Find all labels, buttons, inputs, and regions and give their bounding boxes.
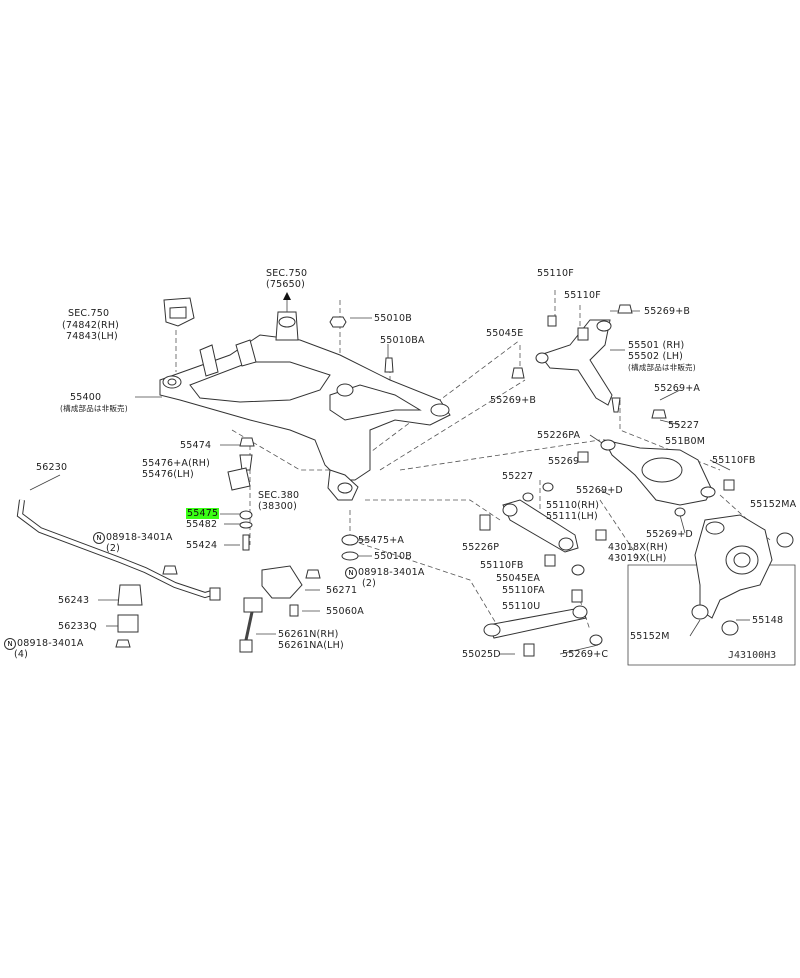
label-55010ba[interactable]: 55010BA (380, 335, 425, 346)
label-sec750-top[interactable]: SEC.750 (266, 268, 308, 279)
label-55110fb-right[interactable]: 55110FB (712, 455, 756, 466)
stabilizer-link (239, 597, 263, 653)
label-55152ma[interactable]: 55152MA (750, 499, 797, 510)
leader-lines (29, 310, 750, 655)
label-43019x[interactable]: 43019X(LH) (608, 553, 667, 564)
fasteners (115, 316, 394, 648)
label-551b0m[interactable]: 551B0M (665, 436, 706, 447)
upper-arm (511, 304, 633, 413)
label-55400-note: (構成部品は非販売) (60, 404, 128, 413)
label-55502[interactable]: 55502 (LH) (628, 351, 684, 362)
label-56230[interactable]: 56230 (36, 462, 68, 473)
label-55269a[interactable]: 55269+A (654, 383, 701, 394)
rear-suspension-member (159, 311, 451, 501)
label-08918-b[interactable]: 08918-3401A (358, 567, 425, 578)
lower-link (483, 605, 603, 657)
label-55025d[interactable]: 55025D (462, 649, 501, 660)
label-sec750-left[interactable]: SEC.750 (68, 308, 110, 319)
bracket-56271 (261, 565, 303, 599)
label-74842-rh: (74842(RH) (62, 320, 120, 331)
label-55010b-mid[interactable]: 55010B (374, 551, 412, 562)
label-55269b-mid[interactable]: 55269+B (490, 395, 537, 406)
label-55226p[interactable]: 55226P (462, 542, 500, 553)
label-08918-a-qty: (2) (106, 543, 121, 554)
label-56261na[interactable]: 56261NA(LH) (278, 640, 344, 651)
label-74843-lh: 74843(LH) (66, 331, 118, 342)
label-55045ea[interactable]: 55045EA (496, 573, 541, 584)
label-55269[interactable]: 55269 (548, 456, 580, 467)
label-56261n[interactable]: 56261N(RH) (278, 629, 339, 640)
label-55110fb-low[interactable]: 55110FB (480, 560, 524, 571)
label-08918-b-qty: (2) (362, 578, 377, 589)
label-55424[interactable]: 55424 (186, 540, 218, 551)
n-circle-icon: N (93, 532, 105, 544)
label-55152m[interactable]: 55152M (630, 631, 670, 642)
label-55010b-top[interactable]: 55010B (374, 313, 412, 324)
label-55269d-mid[interactable]: 55269+D (646, 529, 693, 540)
label-08918-a[interactable]: 08918-3401A (106, 532, 173, 543)
diagram-code: J43100H3 (728, 650, 777, 661)
label-43018x[interactable]: 43018X(RH) (608, 542, 668, 553)
label-55060a[interactable]: 55060A (326, 606, 364, 617)
label-55110fa[interactable]: 55110FA (502, 585, 545, 596)
label-55045e[interactable]: 55045E (486, 328, 524, 339)
upper-link (479, 482, 686, 603)
label-56233q[interactable]: 56233Q (58, 621, 97, 632)
label-08918-c-qty: (4) (14, 649, 29, 660)
label-55501[interactable]: 55501 (RH) (628, 340, 685, 351)
label-sec750-top-sub: (75650) (266, 279, 306, 290)
label-55110u[interactable]: 55110U (502, 601, 541, 612)
label-55110f-2[interactable]: 55110F (564, 290, 601, 301)
label-55474[interactable]: 55474 (180, 440, 212, 451)
label-55476a[interactable]: 55476+A(RH) (142, 458, 211, 469)
label-55482[interactable]: 55482 (186, 519, 218, 530)
label-55475[interactable]: 55475 (186, 508, 220, 519)
highlighted-part-number: 55475 (186, 508, 220, 519)
lower-arm (577, 409, 735, 506)
label-55400[interactable]: 55400 (70, 392, 102, 403)
arrow-up-icon (283, 292, 291, 312)
label-55269b-top[interactable]: 55269+B (644, 306, 691, 317)
axle-knuckle (691, 514, 794, 636)
label-55110rh[interactable]: 55110(RH) (546, 500, 600, 511)
label-55148[interactable]: 55148 (752, 615, 784, 626)
label-55269c[interactable]: 55269+C (562, 649, 609, 660)
n-circle-icon: N (4, 638, 16, 650)
label-55227-top[interactable]: 55227 (668, 420, 700, 431)
label-55111lh[interactable]: 55111(LH) (546, 511, 598, 522)
label-55269d-top[interactable]: 55269+D (576, 485, 623, 496)
label-55226pa[interactable]: 55226PA (537, 430, 581, 441)
label-55110f-top[interactable]: 55110F (537, 268, 574, 279)
n-circle-icon: N (345, 567, 357, 579)
stabilizer-bar (16, 499, 221, 633)
label-55476[interactable]: 55476(LH) (142, 469, 194, 480)
label-08918-c[interactable]: 08918-3401A (17, 638, 84, 649)
label-sec380-sub: (38300) (258, 501, 298, 512)
label-55227-mid[interactable]: 55227 (502, 471, 534, 482)
label-sec380[interactable]: SEC.380 (258, 490, 300, 501)
label-55475a[interactable]: 55475+A (358, 535, 405, 546)
label-56243[interactable]: 56243 (58, 595, 90, 606)
bracket-sec750 (163, 297, 195, 327)
label-55502-note: (構成部品は非販売) (628, 363, 696, 372)
label-56271[interactable]: 56271 (326, 585, 358, 596)
